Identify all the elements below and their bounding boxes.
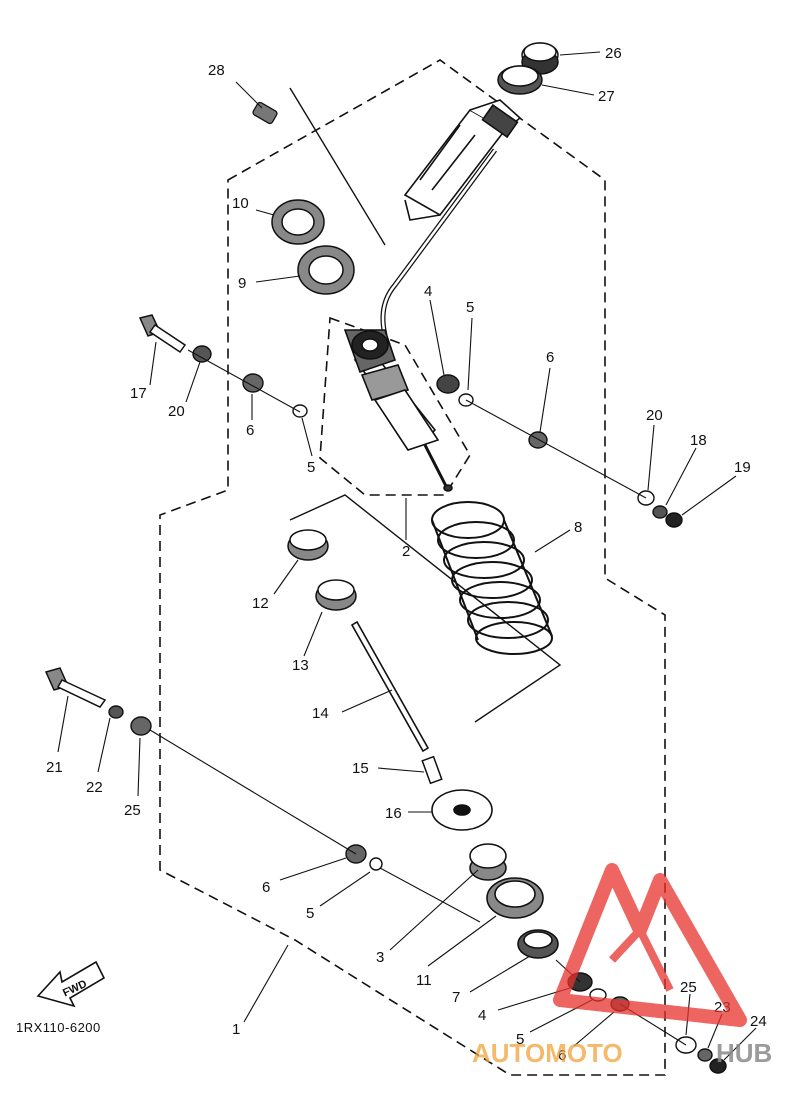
part-8-spring	[431, 501, 553, 655]
label-5-left: 5	[307, 459, 315, 476]
part-3-collar	[469, 843, 507, 881]
label-1: 1	[232, 1021, 240, 1038]
reservoir-assembly	[380, 99, 522, 336]
part-11-seal	[486, 877, 544, 919]
part-14-rod	[350, 620, 430, 753]
label-4-upper: 4	[424, 283, 432, 300]
label-7: 7	[452, 989, 460, 1006]
part-12-bump-cup	[287, 529, 329, 561]
label-4-lower: 4	[478, 1007, 486, 1024]
label-5-lower-left: 5	[306, 905, 314, 922]
part-13-bump-cup	[315, 579, 357, 611]
part-5-circlip-lower-left	[369, 857, 383, 871]
part-20-nut-left	[192, 345, 212, 363]
label-18: 18	[690, 432, 707, 449]
part-25-washer-left	[130, 716, 152, 736]
part-23-washer	[697, 1048, 713, 1062]
watermark-brand-1: AUTOMOTO	[472, 1038, 623, 1068]
reservoir-bracket	[289, 87, 386, 246]
part-24-nut	[709, 1058, 727, 1074]
label-13: 13	[292, 657, 309, 674]
label-10: 10	[232, 195, 249, 212]
label-27: 27	[598, 88, 615, 105]
part-9-adjuster	[297, 245, 355, 295]
label-16: 16	[385, 805, 402, 822]
label-24: 24	[750, 1013, 767, 1030]
part-5-circlip-left	[292, 404, 308, 418]
label-8: 8	[574, 519, 582, 536]
drawing-code: 1RX110-6200	[16, 1020, 101, 1035]
label-6-lower: 6	[558, 1047, 566, 1064]
label-5-lower: 5	[516, 1031, 524, 1048]
assembly-axis-lines	[149, 349, 687, 1046]
label-5-upper: 5	[466, 299, 474, 316]
part-10-locknut	[271, 199, 325, 245]
label-25-right: 25	[680, 979, 697, 996]
label-12: 12	[252, 595, 269, 612]
part-15-pin	[421, 755, 443, 785]
part-27-ring	[497, 65, 543, 95]
label-14: 14	[312, 705, 329, 722]
part-19-nut	[665, 512, 683, 528]
automotohub-wordmark: AUTOMOTO HUB	[472, 1038, 772, 1068]
assembly-outline	[159, 59, 666, 1076]
part-17-bolt	[138, 314, 187, 354]
label-6-lower-left: 6	[262, 879, 270, 896]
label-20-right: 20	[646, 407, 663, 424]
part-number-labels: 26 27 28 10 9 4 5 6 17 20 6 5 20 18 19 8…	[46, 45, 767, 1064]
part-28-nut	[252, 101, 278, 125]
label-6-left: 6	[246, 422, 254, 439]
label-21: 21	[46, 759, 63, 776]
label-9: 9	[238, 275, 246, 292]
label-25-left: 25	[124, 802, 141, 819]
label-3: 3	[376, 949, 384, 966]
part-21-bolt	[44, 667, 107, 708]
part-6-collar-right	[528, 431, 548, 449]
part-16-washer	[431, 789, 493, 831]
label-22: 22	[86, 779, 103, 796]
part-7-lower-eye	[517, 929, 559, 959]
outer-dashed-boundary	[159, 59, 666, 1076]
part-6-collar-left	[242, 373, 264, 393]
shock-body-dashed-box	[319, 316, 471, 496]
forward-arrow-icon: FWD	[36, 960, 106, 1008]
part-4-bushing-upper	[436, 374, 460, 394]
part-2-shock-body	[343, 329, 453, 492]
automotohub-logo-watermark	[553, 863, 747, 1027]
label-2: 2	[402, 543, 410, 560]
label-26: 26	[605, 45, 622, 62]
label-28: 28	[208, 62, 225, 79]
part-5-circlip-upper	[458, 393, 474, 407]
label-6-right: 6	[546, 349, 554, 366]
label-15: 15	[352, 760, 369, 777]
part-18-washer	[652, 505, 668, 519]
label-20-left: 20	[168, 403, 185, 420]
label-19: 19	[734, 459, 751, 476]
part-26-cap	[521, 42, 559, 75]
label-17: 17	[130, 385, 147, 402]
part-22-washer	[108, 705, 124, 719]
label-11: 11	[416, 972, 432, 989]
watermark-brand-2: HUB	[716, 1038, 772, 1068]
